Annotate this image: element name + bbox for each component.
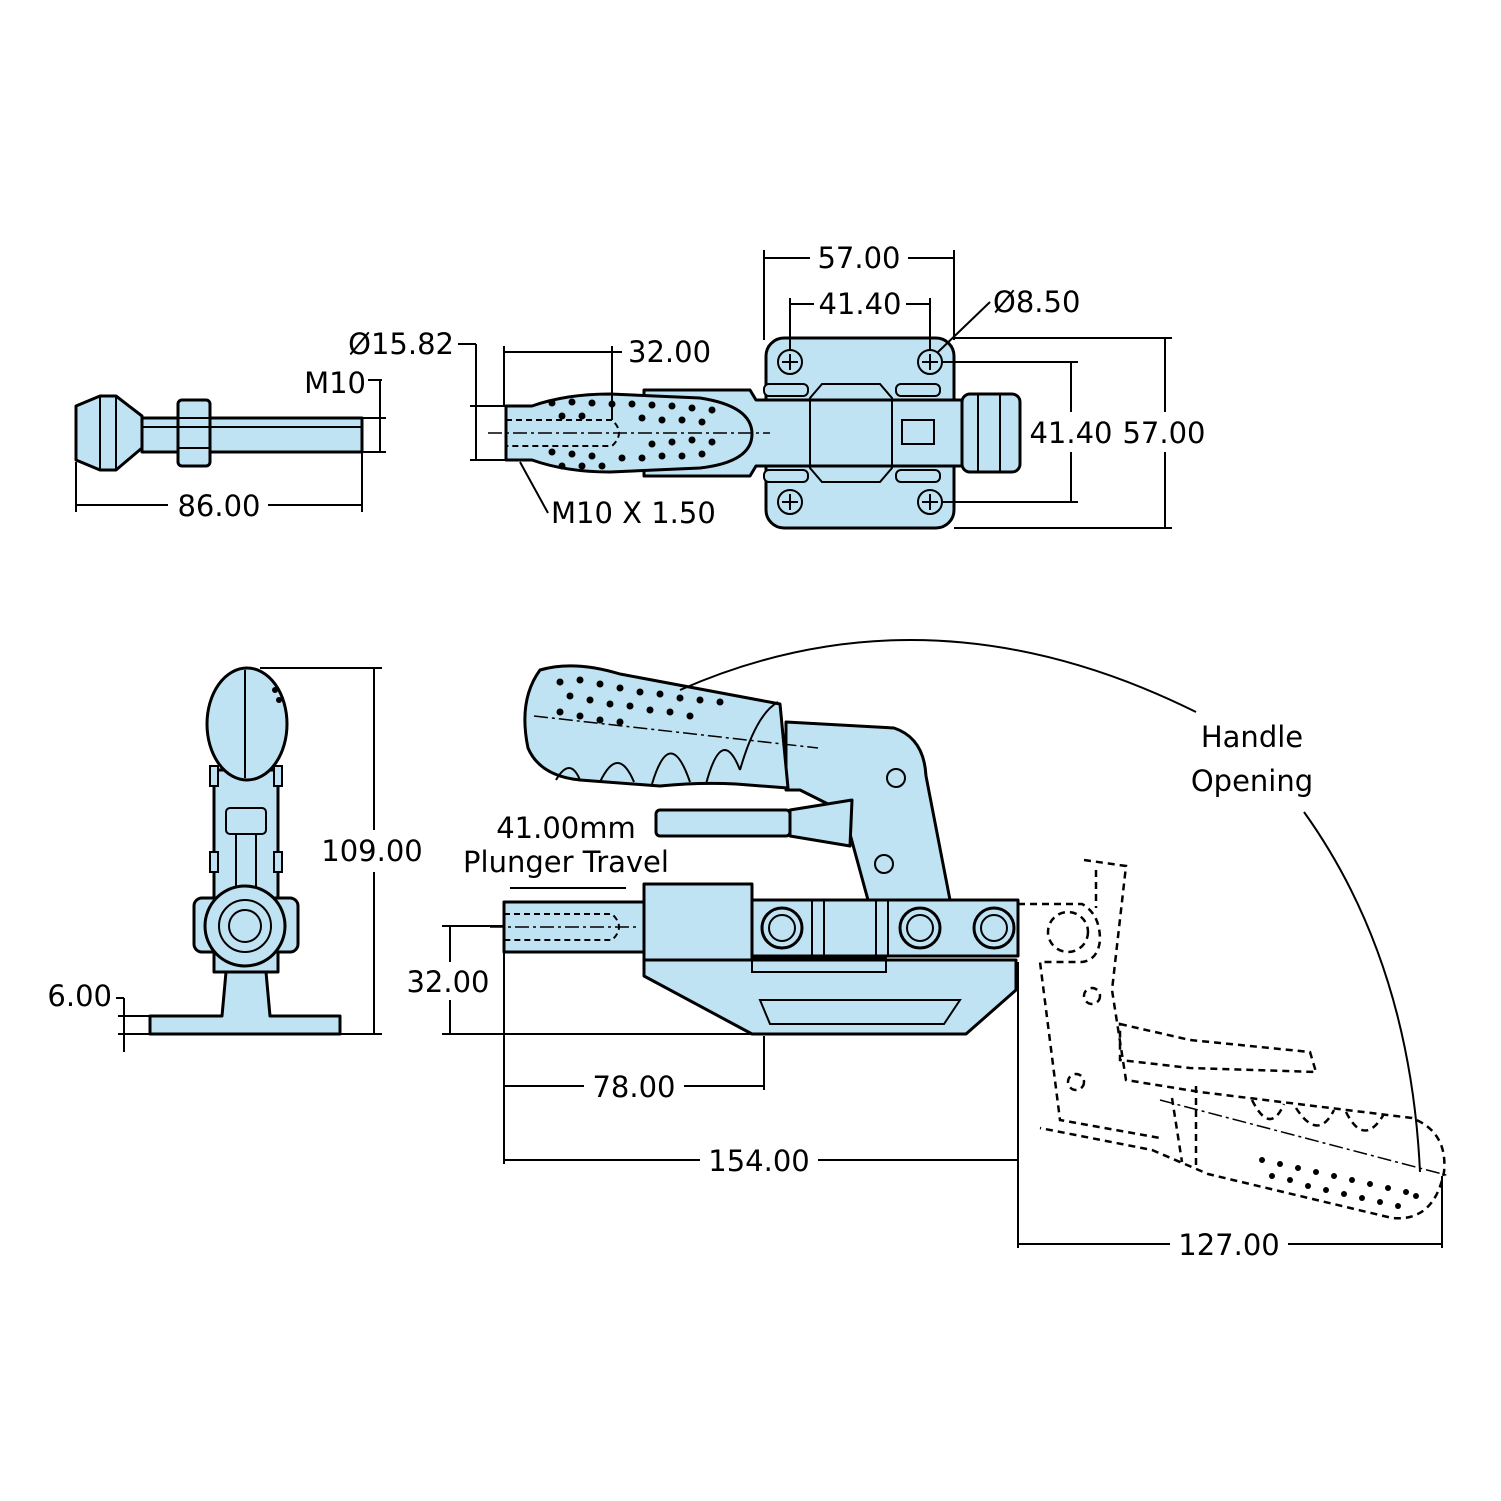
dim-label-overall-length: 154.00 — [708, 1144, 809, 1178]
pin-1 — [760, 906, 804, 950]
dim-label-base-width: 57.00 — [817, 241, 900, 275]
spindle-neck — [140, 416, 182, 454]
spindle-shaft — [208, 416, 364, 454]
dim-hole-diameter: Ø8.50 — [937, 285, 1080, 353]
dim-label-base-thickness: 6.00 — [47, 979, 112, 1013]
spindle-view — [74, 394, 364, 472]
handle-grip-top — [504, 392, 754, 474]
dim-label-hole-spacing-y: 41.40 — [1029, 416, 1112, 450]
plunger-guide — [642, 882, 754, 962]
side-rib-2 — [763, 469, 809, 483]
dim-label-hole-diameter: Ø8.50 — [993, 285, 1080, 319]
pin-3 — [972, 906, 1016, 950]
dim-label-base-depth: 57.00 — [1122, 416, 1205, 450]
top-view — [488, 336, 1022, 530]
plunger-travel-value: 41.00mm — [496, 811, 636, 845]
spindle-nut — [176, 398, 212, 468]
pin-2 — [898, 906, 942, 950]
dim-label-spindle-length: 86.00 — [177, 489, 260, 523]
thread-hidden-top — [506, 419, 620, 447]
end-view-rib-2 — [273, 765, 283, 787]
front-base-slot — [758, 999, 962, 1025]
side-rib-3 — [895, 383, 941, 397]
end-view-rib-3 — [209, 851, 219, 873]
handle-opening-label-2: Opening — [1191, 764, 1313, 798]
ghost-grip-dots — [1259, 1157, 1419, 1209]
pivot-block-top — [960, 392, 1022, 474]
dim-hole-spacing-x: 41.40 — [789, 287, 931, 350]
handle-grip-front — [523, 664, 790, 790]
ghost-link — [1018, 902, 1161, 1140]
ghost-lock-stub — [1118, 1022, 1318, 1074]
ghost-grip-ridges — [1170, 1086, 1386, 1166]
dim-label-plunger-to-base: 78.00 — [592, 1070, 675, 1104]
plunger-travel-label: Plunger Travel — [463, 845, 669, 879]
grip-dots-top — [548, 398, 716, 470]
front-view — [490, 664, 1020, 1036]
ghost-lever — [1039, 858, 1446, 1220]
dim-handle-opening-length: 127.00 — [1018, 1176, 1443, 1262]
handle-lock-cone — [788, 798, 854, 848]
front-base-window — [751, 957, 887, 973]
mounting-hole-tl — [777, 349, 803, 375]
body-top-window — [809, 383, 893, 483]
dim-label-overall-height: 109.00 — [321, 834, 422, 868]
dim-base-thickness: 6.00 — [47, 979, 152, 1052]
ghost-grip-centerline — [1159, 1099, 1451, 1177]
spindle-tip — [74, 394, 144, 472]
grip-dots-front — [556, 676, 724, 726]
dim-label-hole-spacing-x: 41.40 — [818, 287, 901, 321]
dim-plunger-height: 32.00 — [406, 925, 752, 1035]
dim-plunger-thread: M10 X 1.50 — [519, 461, 716, 530]
end-view-plunger — [218, 899, 272, 953]
ghost-handle-open — [1018, 858, 1451, 1220]
dim-spindle-thread: M10 — [304, 366, 386, 453]
end-view-rib-4 — [273, 851, 283, 873]
end-view-handle-knob — [205, 666, 289, 782]
dim-base-depth: 57.00 — [954, 337, 1206, 529]
dim-base-width-top: 57.00 — [763, 241, 955, 340]
dim-hole-spacing-y: 41.40 — [942, 361, 1113, 503]
link-pin-top — [901, 419, 935, 445]
dim-overall-height: 109.00 — [260, 667, 423, 1035]
end-view — [148, 666, 342, 1036]
grip-centerline-front — [533, 715, 819, 749]
mounting-hole-tr — [917, 349, 943, 375]
handle-opening-arc-upper — [679, 639, 1197, 713]
dim-label-thread-depth: 32.00 — [628, 335, 711, 369]
dim-overall-length: 154.00 — [504, 962, 1019, 1248]
dim-label-plunger-thread: M10 X 1.50 — [551, 496, 716, 530]
handle-opening-label-1: Handle — [1201, 720, 1303, 754]
ghost-pin — [1046, 910, 1090, 954]
mounting-hole-br — [917, 489, 943, 515]
handle-opening-arc-lower — [1303, 811, 1421, 1173]
dim-label-handle-opening-length: 127.00 — [1178, 1228, 1279, 1262]
front-base — [642, 958, 1018, 1036]
dim-plunger-to-base: 78.00 — [503, 952, 765, 1164]
end-view-link — [225, 807, 267, 835]
dim-plunger-diameter: Ø15.82 — [348, 327, 506, 461]
handle-lock-stub — [654, 808, 792, 838]
dim-spindle-length: 86.00 — [75, 452, 363, 523]
side-rib-4 — [895, 469, 941, 483]
grip-ridges-front — [555, 701, 779, 785]
side-rib-1 — [763, 383, 809, 397]
dim-label-plunger-height: 32.00 — [406, 965, 489, 999]
end-view-base — [148, 970, 342, 1036]
mounting-hole-bl — [777, 489, 803, 515]
dim-label-plunger-diameter: Ø15.82 — [348, 327, 454, 361]
dim-label-spindle-thread: M10 — [304, 366, 366, 400]
end-view-rib-1 — [209, 765, 219, 787]
dim-thread-depth: 32.00 — [503, 335, 711, 420]
